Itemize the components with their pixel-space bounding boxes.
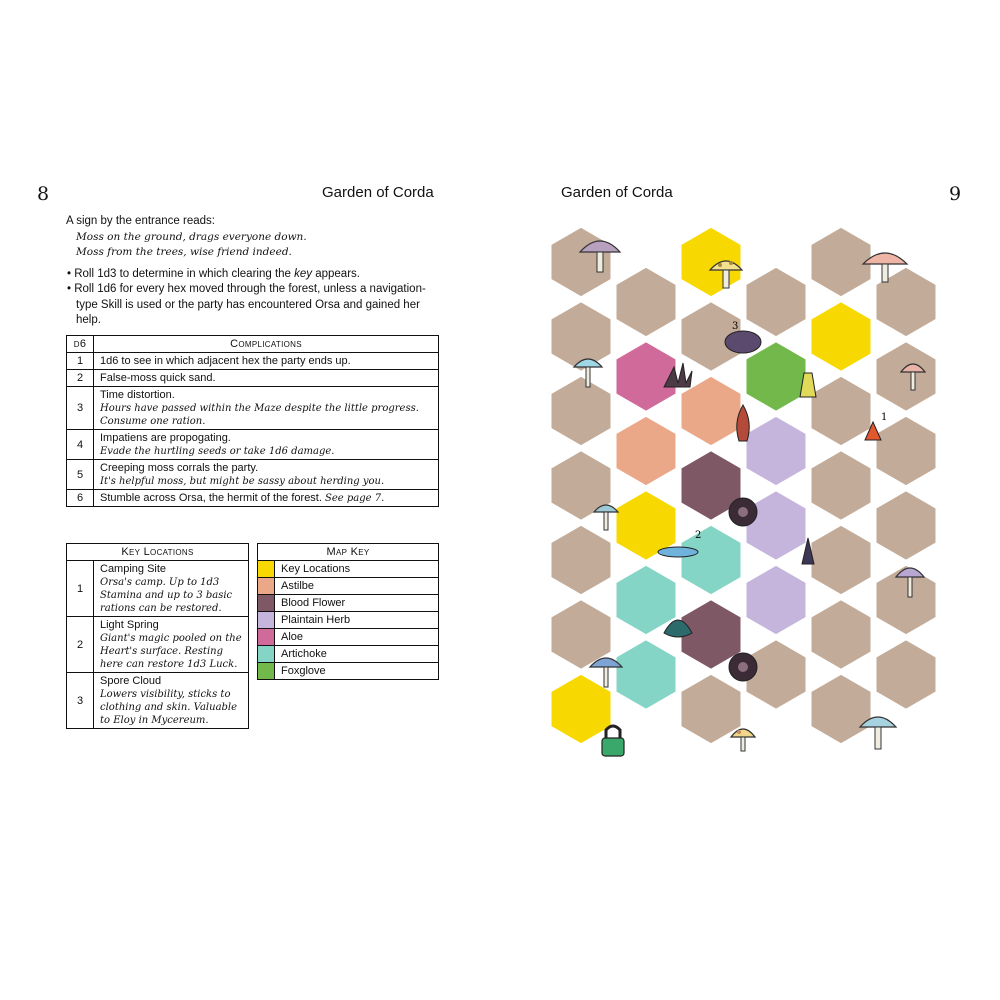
mushroom-icon (578, 240, 622, 273)
intro-sign-text: A sign by the entrance reads: (66, 215, 215, 227)
color-swatch (257, 662, 275, 680)
hex-label: 2 (695, 530, 701, 541)
color-swatch (257, 560, 275, 578)
lock-icon (601, 724, 625, 757)
mushroom-icon (894, 567, 926, 598)
page-number-right: 9 (949, 183, 962, 205)
artichoke-icon (663, 619, 693, 638)
hex-label: 3 (732, 321, 738, 332)
aloe-icon (663, 362, 693, 388)
map-hex (611, 634, 681, 715)
table-row: Aloe (257, 628, 439, 646)
bullet-roll-key: • Roll 1d3 to determine in which clearin… (67, 267, 360, 280)
verse-line-1: Moss on the ground, drags everyone down. (76, 230, 307, 243)
map-hex (806, 371, 876, 451)
mushroom-icon (592, 504, 620, 531)
astilbe-icon (736, 404, 750, 442)
foxglove-icon (799, 372, 817, 398)
page-title-left: Garden of Corda (322, 184, 434, 201)
table-row: Key Locations (257, 560, 439, 578)
table-row: 1 1d6 to see in which adjacent hex the p… (66, 352, 439, 370)
map-hex (741, 560, 811, 640)
map-hex (806, 594, 876, 675)
color-swatch (257, 611, 275, 629)
map-hex (871, 411, 941, 491)
table-row: Blood Flower (257, 594, 439, 612)
color-swatch (257, 594, 275, 612)
map-hex (871, 634, 941, 715)
map-hex (806, 669, 876, 749)
mushroom-icon (861, 252, 909, 283)
blood-flower-icon (728, 652, 758, 682)
hex-label: 1 (881, 412, 887, 423)
map-hex (548, 371, 616, 451)
mushroom-icon (858, 716, 898, 750)
map-hex (741, 262, 811, 342)
color-swatch (257, 645, 275, 663)
map-key-table: Map Key Key Locations Astilbe Blood Flow… (257, 543, 439, 680)
map-hex (548, 669, 616, 749)
hex-map: 3 1 2 (548, 222, 941, 757)
campfire-icon (864, 420, 882, 441)
map-hex (611, 336, 681, 417)
table-row: 6 Stumble across Orsa, the hermit of the… (66, 489, 439, 507)
verse-line-2: Moss from the trees, wise friend indeed. (76, 246, 292, 258)
table-row: 4 Impatiens are propogating.Evade the hu… (66, 429, 439, 460)
map-hex (741, 485, 811, 566)
light-spring-icon (657, 546, 699, 558)
map-hex (611, 411, 681, 491)
map-hex (676, 222, 746, 302)
complications-table: d6 Complications 1 1d6 to see in which a… (66, 335, 439, 507)
map-hex (871, 485, 941, 566)
color-swatch (257, 577, 275, 595)
page-title-right: Garden of Corda (561, 184, 673, 201)
intro-block: A sign by the entrance reads: Moss on th… (66, 214, 446, 329)
map-hex (806, 222, 876, 302)
mushroom-icon (729, 728, 757, 752)
map-hex (806, 445, 876, 526)
table-row: Astilbe (257, 577, 439, 595)
map-hex (806, 296, 876, 377)
bullet-roll-hex: • Roll 1d6 for every hex moved through t… (67, 283, 426, 326)
color-swatch (257, 628, 275, 646)
blood-flower-icon (728, 497, 758, 527)
map-hex (806, 520, 876, 600)
mushroom-icon (899, 363, 927, 391)
table-row: 5 Creeping moss corrals the party.It's h… (66, 459, 439, 490)
map-hex (611, 262, 681, 342)
map-key-header: Map Key (257, 543, 439, 561)
table-row: 2 False-moss quick sand. (66, 369, 439, 387)
spore-cloud-icon (724, 330, 762, 354)
plantain-herb-icon (801, 537, 815, 565)
map-hex (741, 411, 811, 491)
mushroom-icon (708, 260, 744, 289)
page-number-left: 8 (37, 183, 50, 205)
map-hex (548, 520, 616, 600)
map-hex (871, 336, 941, 417)
mushroom-icon (588, 657, 624, 688)
table-row: 3 Time distortion.Hours have passed with… (66, 386, 439, 430)
complications-die-header: d6 (66, 335, 94, 353)
table-row: Artichoke (257, 645, 439, 663)
complications-title-header: Complications (93, 335, 439, 353)
table-row: Plaintain Herb (257, 611, 439, 629)
table-row: Foxglove (257, 662, 439, 680)
key-locations-header: Key Locations (66, 543, 249, 561)
mushroom-icon (572, 358, 604, 388)
map-hex (676, 520, 746, 600)
